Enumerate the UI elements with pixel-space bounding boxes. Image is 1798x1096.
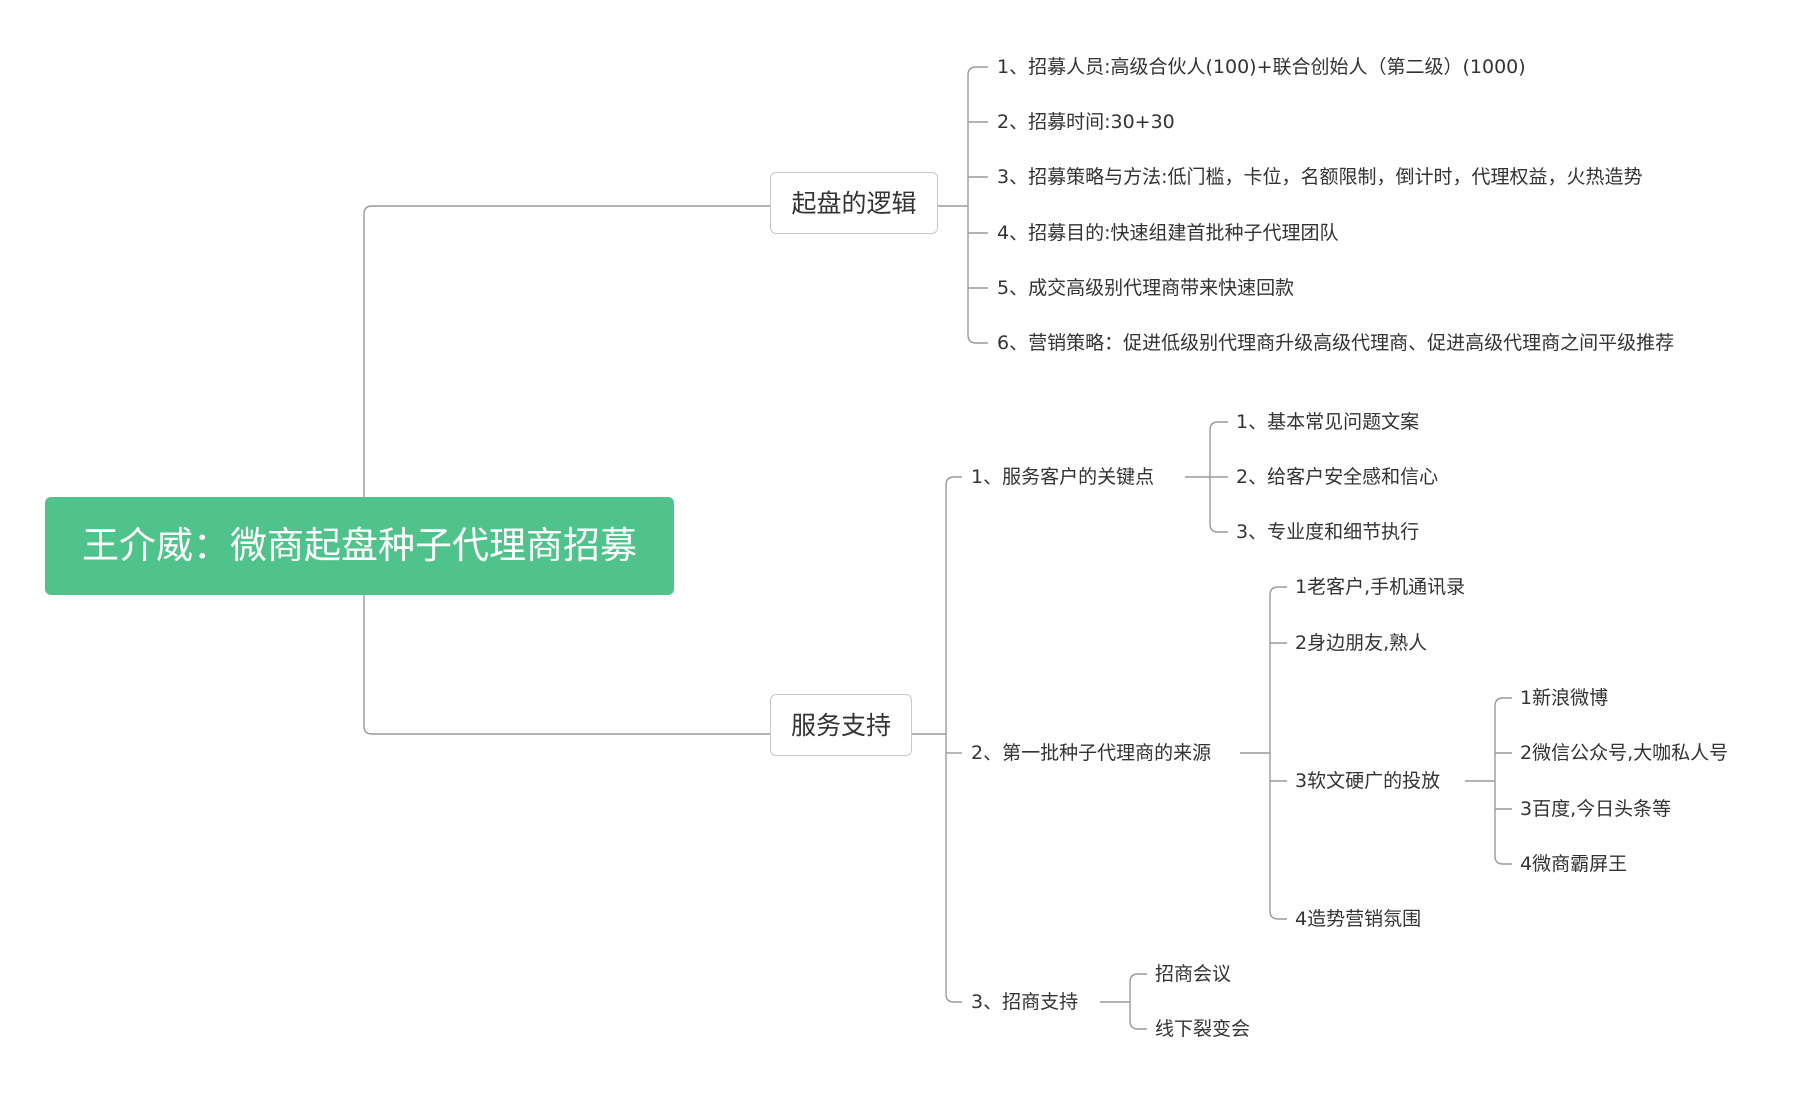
branch-service-support[interactable]: 服务支持 <box>770 694 912 756</box>
logic-item-2[interactable]: 2、招募时间:30+30 <box>997 111 1175 133</box>
ads-link-1 <box>1494 697 1512 707</box>
ads-item-3[interactable]: 3百度,今日头条等 <box>1520 798 1672 820</box>
ads-item-1[interactable]: 1新浪微博 <box>1520 687 1609 709</box>
logic-link-6 <box>967 334 988 344</box>
source-item-2[interactable]: 2身边朋友,熟人 <box>1295 632 1428 654</box>
support-item-1[interactable]: 招商会议 <box>1155 963 1232 985</box>
key-point-item-1[interactable]: 1、基本常见问题文案 <box>1236 411 1420 433</box>
logic-item-4[interactable]: 4、招募目的:快速组建首批种子代理团队 <box>997 222 1339 244</box>
logic-item-6[interactable]: 6、营销策略：促进低级别代理商升级高级代理商、促进高级代理商之间平级推荐 <box>997 332 1675 354</box>
root-link-logic <box>363 205 770 497</box>
root-link-service <box>363 595 770 735</box>
key-point-item-2[interactable]: 2、给客户安全感和信心 <box>1236 466 1439 488</box>
ads-link-4 <box>1494 855 1512 865</box>
ads-item-4[interactable]: 4微商霸屏王 <box>1520 853 1628 875</box>
service-link-1 <box>945 476 962 486</box>
support-link-2 <box>1129 1020 1147 1030</box>
ads-item-2[interactable]: 2微信公众号,大咖私人号 <box>1520 742 1729 764</box>
logic-item-3[interactable]: 3、招募策略与方法:低门槛，卡位，名额限制，倒计时，代理权益，火热造势 <box>997 166 1643 188</box>
sources-link-4 <box>1269 910 1287 920</box>
service-link-3 <box>945 993 962 1003</box>
investment-support[interactable]: 3、招商支持 <box>971 991 1079 1013</box>
keypoints-link-3 <box>1209 523 1228 533</box>
sources-link-1 <box>1269 586 1287 596</box>
support-link-1 <box>1129 973 1147 983</box>
service-key-points[interactable]: 1、服务客户的关键点 <box>971 466 1155 488</box>
source-item-1[interactable]: 1老客户,手机通讯录 <box>1295 576 1466 598</box>
seed-agent-sources[interactable]: 2、第一批种子代理商的来源 <box>971 742 1212 764</box>
source-item-3-ads[interactable]: 3软文硬广的投放 <box>1295 770 1441 792</box>
keypoints-link-1 <box>1209 421 1228 431</box>
support-item-2[interactable]: 线下裂变会 <box>1155 1018 1251 1040</box>
logic-item-1[interactable]: 1、招募人员:高级合伙人(100)+联合创始人（第二级）(1000) <box>997 56 1526 78</box>
root-node-title[interactable]: 王介威：微商起盘种子代理商招募 <box>45 497 674 595</box>
branch-startup-logic[interactable]: 起盘的逻辑 <box>770 172 938 234</box>
key-point-item-3[interactable]: 3、专业度和细节执行 <box>1236 521 1420 543</box>
logic-item-5[interactable]: 5、成交高级别代理商带来快速回款 <box>997 277 1295 299</box>
source-item-4[interactable]: 4造势营销氛围 <box>1295 908 1422 930</box>
logic-link-1 <box>967 66 988 76</box>
